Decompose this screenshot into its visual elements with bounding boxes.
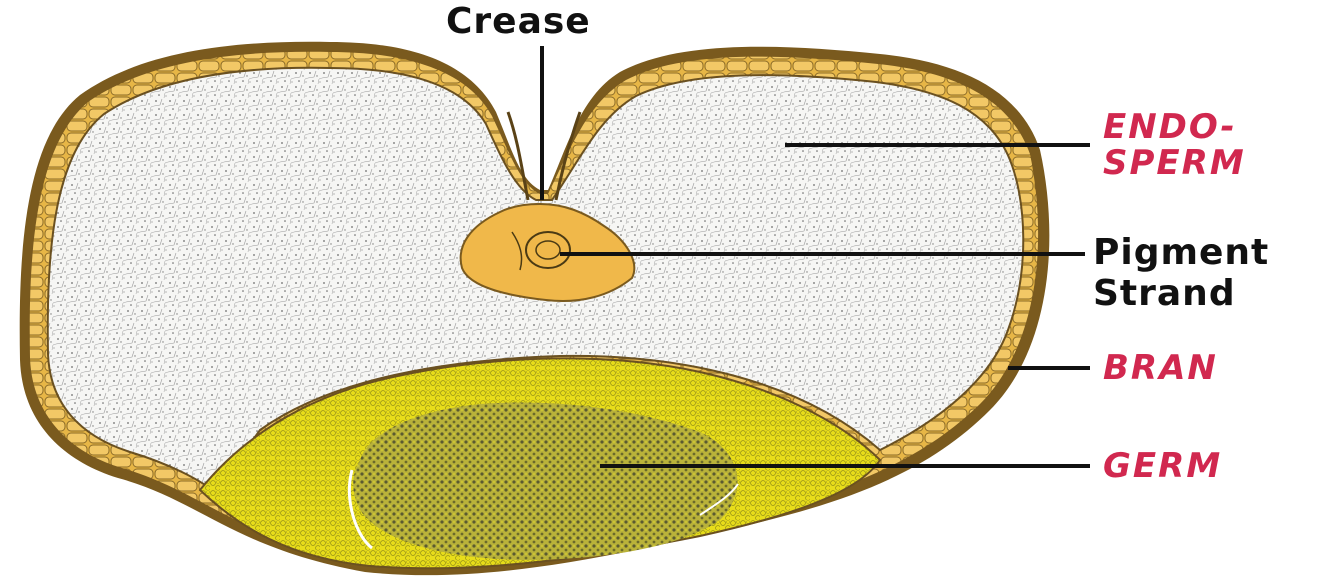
pigment-strand-label-line2: Strand xyxy=(1093,276,1236,312)
bran-label: BRAN xyxy=(1103,351,1218,385)
germ-label: GERM xyxy=(1103,449,1222,483)
crease-label: Crease xyxy=(446,4,591,40)
endosperm-label-line2: SPERM xyxy=(1103,146,1246,180)
endosperm-label-line1: ENDO- xyxy=(1103,110,1237,144)
pigment-strand-label-line1: Pigment xyxy=(1093,235,1269,271)
